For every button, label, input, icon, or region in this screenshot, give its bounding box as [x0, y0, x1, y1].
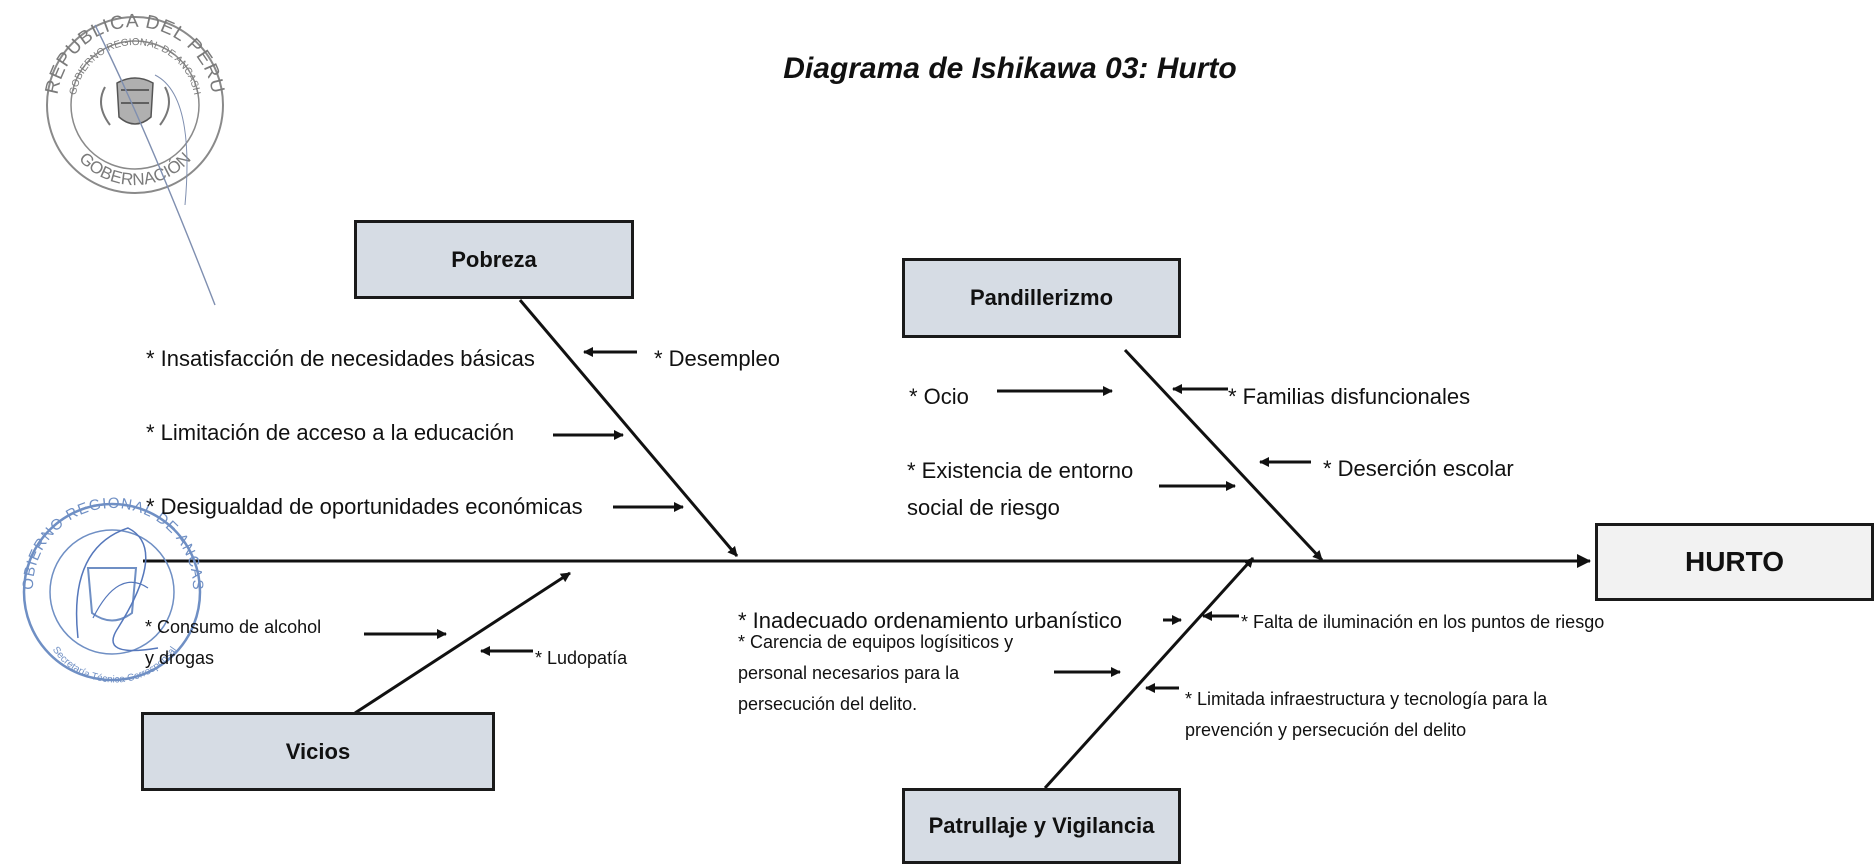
- seal-top-left: REPUBLICA DEL PERU GOBIERNO REGIONAL DE …: [42, 11, 227, 306]
- cause-ordenamiento-urbanistico: * Inadecuado ordenamiento urbanístico: [738, 608, 1123, 633]
- cause-familias-disfuncionales: * Familias disfuncionales: [1228, 384, 1471, 409]
- bone-pandillerizmo: [1123, 348, 1324, 562]
- cause-ocio: * Ocio: [909, 384, 969, 409]
- category-pandillerizmo: Pandillerizmo: [902, 258, 1181, 338]
- cause-desercion-escolar: * Deserción escolar: [1323, 456, 1514, 481]
- cause-limitada-infraestructura: * Limitada infraestructura y tecnología …: [1185, 689, 1548, 740]
- bone-pobreza: [518, 299, 739, 557]
- cause-desigualdad: * Desigualdad de oportunidades económica…: [146, 494, 583, 519]
- category-vicios: Vicios: [141, 712, 495, 791]
- cause-consumo-alcohol: * Consumo de alcohol y drogas: [145, 617, 322, 668]
- cause-ludopatia: * Ludopatía: [535, 648, 628, 668]
- cause-falta-iluminacion: * Falta de iluminación en los puntos de …: [1241, 612, 1605, 632]
- category-pobreza: Pobreza: [354, 220, 634, 299]
- bone-patrullaje: [1043, 556, 1255, 790]
- seal-left-middle: GOBIERNO REGIONAL DE ANCASH Secretaría T…: [8, 488, 205, 685]
- cause-limitacion-educacion: * Limitación de acceso a la educación: [146, 420, 515, 445]
- emblem-icon: [86, 567, 138, 622]
- coat-of-arms-icon: [100, 77, 170, 126]
- effect-hurto: HURTO: [1595, 523, 1874, 601]
- category-patrullaje-vigilancia: Patrullaje y Vigilancia: [902, 788, 1181, 864]
- diagram-title: Diagrama de Ishikawa 03: Hurto: [783, 52, 1237, 85]
- cause-desempleo: * Desempleo: [654, 346, 780, 371]
- cause-entorno-riesgo: * Existencia de entorno social de riesgo: [907, 458, 1134, 520]
- cause-carencia-equipos: * Carencia de equipos logísiticos y pers…: [738, 632, 1014, 714]
- cause-insatisfaccion: * Insatisfacción de necesidades básicas: [146, 346, 535, 371]
- bone-vicios: [354, 571, 571, 715]
